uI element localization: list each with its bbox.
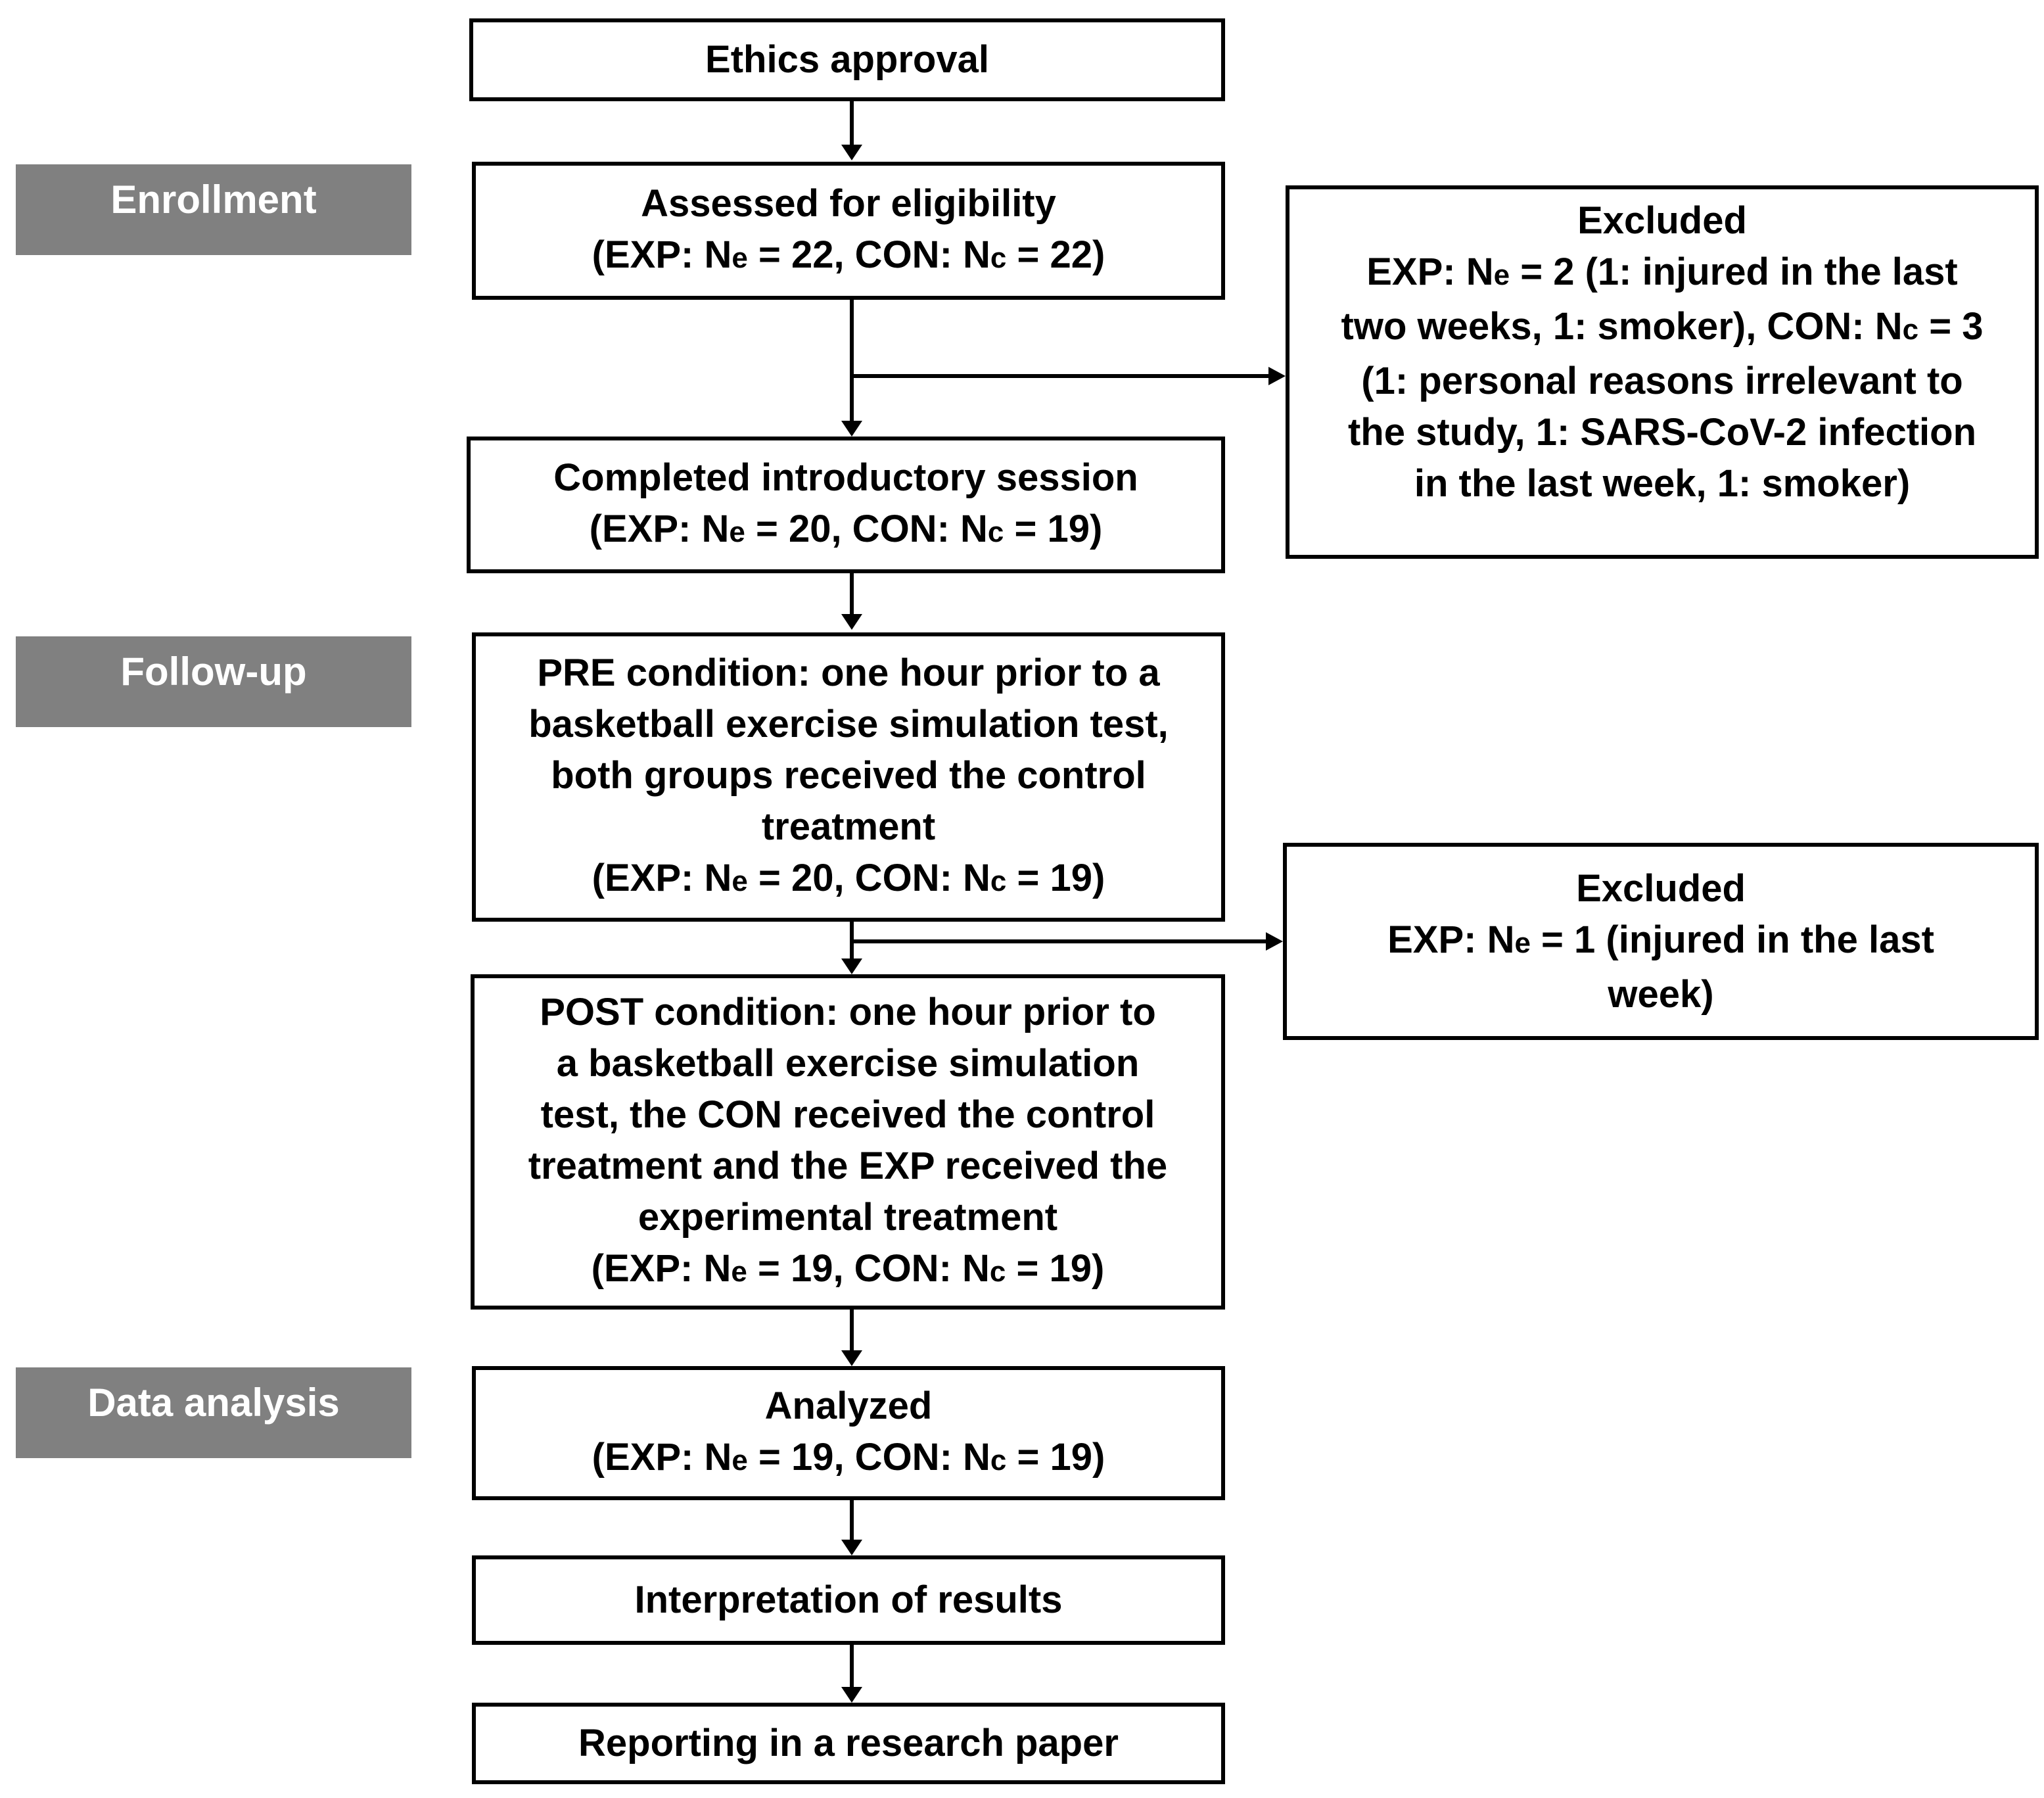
stage-label-enrollment: Enrollment xyxy=(16,164,411,255)
node-assessed-title: Assessed for eligibility xyxy=(641,181,1056,225)
node-post-line1: POST condition: one hour prior to xyxy=(540,990,1156,1033)
arrowhead-to-excluded-1 xyxy=(1268,367,1286,385)
node-reporting: Reporting in a research paper xyxy=(472,1703,1225,1784)
arrowhead-introductory-to-pre xyxy=(841,614,862,630)
node-post-line3: test, the CON received the control xyxy=(540,1093,1155,1136)
node-excluded-enrollment: Excluded EXP: Ne = 2 (1: injured in the … xyxy=(1286,185,2039,559)
node-analyzed-title: Analyzed xyxy=(764,1384,933,1427)
node-ethics-approval: Ethics approval xyxy=(469,18,1225,101)
node-interpretation-title: Interpretation of results xyxy=(634,1578,1063,1621)
node-ethics-title: Ethics approval xyxy=(705,38,989,81)
node-analyzed-counts: (EXP: Ne = 19, CON: Nc = 19) xyxy=(592,1435,1105,1479)
node-assessed-eligibility: Assessed for eligibility (EXP: Ne = 22, … xyxy=(472,162,1225,300)
node-excluded-1-line5: in the last week, 1: smoker) xyxy=(1414,462,1911,505)
arrowhead-to-excluded-2 xyxy=(1266,932,1283,951)
node-excluded-1-line2: two weeks, 1: smoker), CON: Nc = 3 xyxy=(1341,305,1984,348)
arrowhead-analyzed-to-interpretation xyxy=(841,1540,862,1555)
arrowhead-ethics-to-assessed xyxy=(841,145,862,160)
node-pre-line1: PRE condition: one hour prior to a xyxy=(537,651,1160,694)
node-pre-counts: (EXP: Ne = 20, CON: Nc = 19) xyxy=(592,856,1105,899)
stage-label-data-analysis: Data analysis xyxy=(16,1367,411,1458)
node-excluded-2-title: Excluded xyxy=(1576,866,1746,910)
node-excluded-1-line4: the study, 1: SARS-CoV-2 infection xyxy=(1347,411,1976,454)
node-reporting-title: Reporting in a research paper xyxy=(578,1722,1119,1764)
node-introductory-session: Completed introductory session (EXP: Ne … xyxy=(467,437,1225,573)
node-excluded-1-line1: EXP: Ne = 2 (1: injured in the last xyxy=(1366,250,1958,293)
node-assessed-counts: (EXP: Ne = 22, CON: Nc = 22) xyxy=(592,233,1105,276)
node-post-line4: treatment and the EXP received the xyxy=(528,1144,1168,1187)
node-excluded-1-line3: (1: personal reasons irrelevant to xyxy=(1361,360,1963,402)
arrowhead-interpretation-to-reporting xyxy=(841,1687,862,1703)
node-post-line2: a basketball exercise simulation xyxy=(556,1041,1140,1085)
node-excluded-2-line1: EXP: Ne = 1 (injured in the last xyxy=(1387,918,1934,961)
stage-label-follow-up: Follow-up xyxy=(16,636,411,727)
node-analyzed: Analyzed (EXP: Ne = 19, CON: Nc = 19) xyxy=(472,1366,1225,1500)
node-pre-line2: basketball exercise simulation test, xyxy=(528,702,1169,745)
node-pre-line4: treatment xyxy=(761,805,936,848)
node-excluded-2-line2: week) xyxy=(1608,972,1714,1016)
arrowhead-pre-to-post xyxy=(841,958,862,974)
node-post-counts: (EXP: Ne = 19, CON: Nc = 19) xyxy=(591,1246,1105,1290)
node-post-line5: experimental treatment xyxy=(638,1195,1058,1239)
node-post-condition: POST condition: one hour prior to a bask… xyxy=(471,974,1225,1310)
node-introductory-counts: (EXP: Ne = 20, CON: Nc = 19) xyxy=(589,507,1103,550)
node-pre-line3: both groups received the control xyxy=(551,753,1146,797)
node-excluded-follow-up: Excluded EXP: Ne = 1 (injured in the las… xyxy=(1283,843,2039,1040)
arrowhead-assessed-to-introductory xyxy=(841,421,862,437)
node-excluded-1-title: Excluded xyxy=(1577,199,1747,242)
node-pre-condition: PRE condition: one hour prior to a baske… xyxy=(472,632,1225,922)
node-introductory-title: Completed introductory session xyxy=(553,456,1138,499)
arrowhead-post-to-analyzed xyxy=(841,1350,862,1366)
node-interpretation: Interpretation of results xyxy=(472,1555,1225,1645)
